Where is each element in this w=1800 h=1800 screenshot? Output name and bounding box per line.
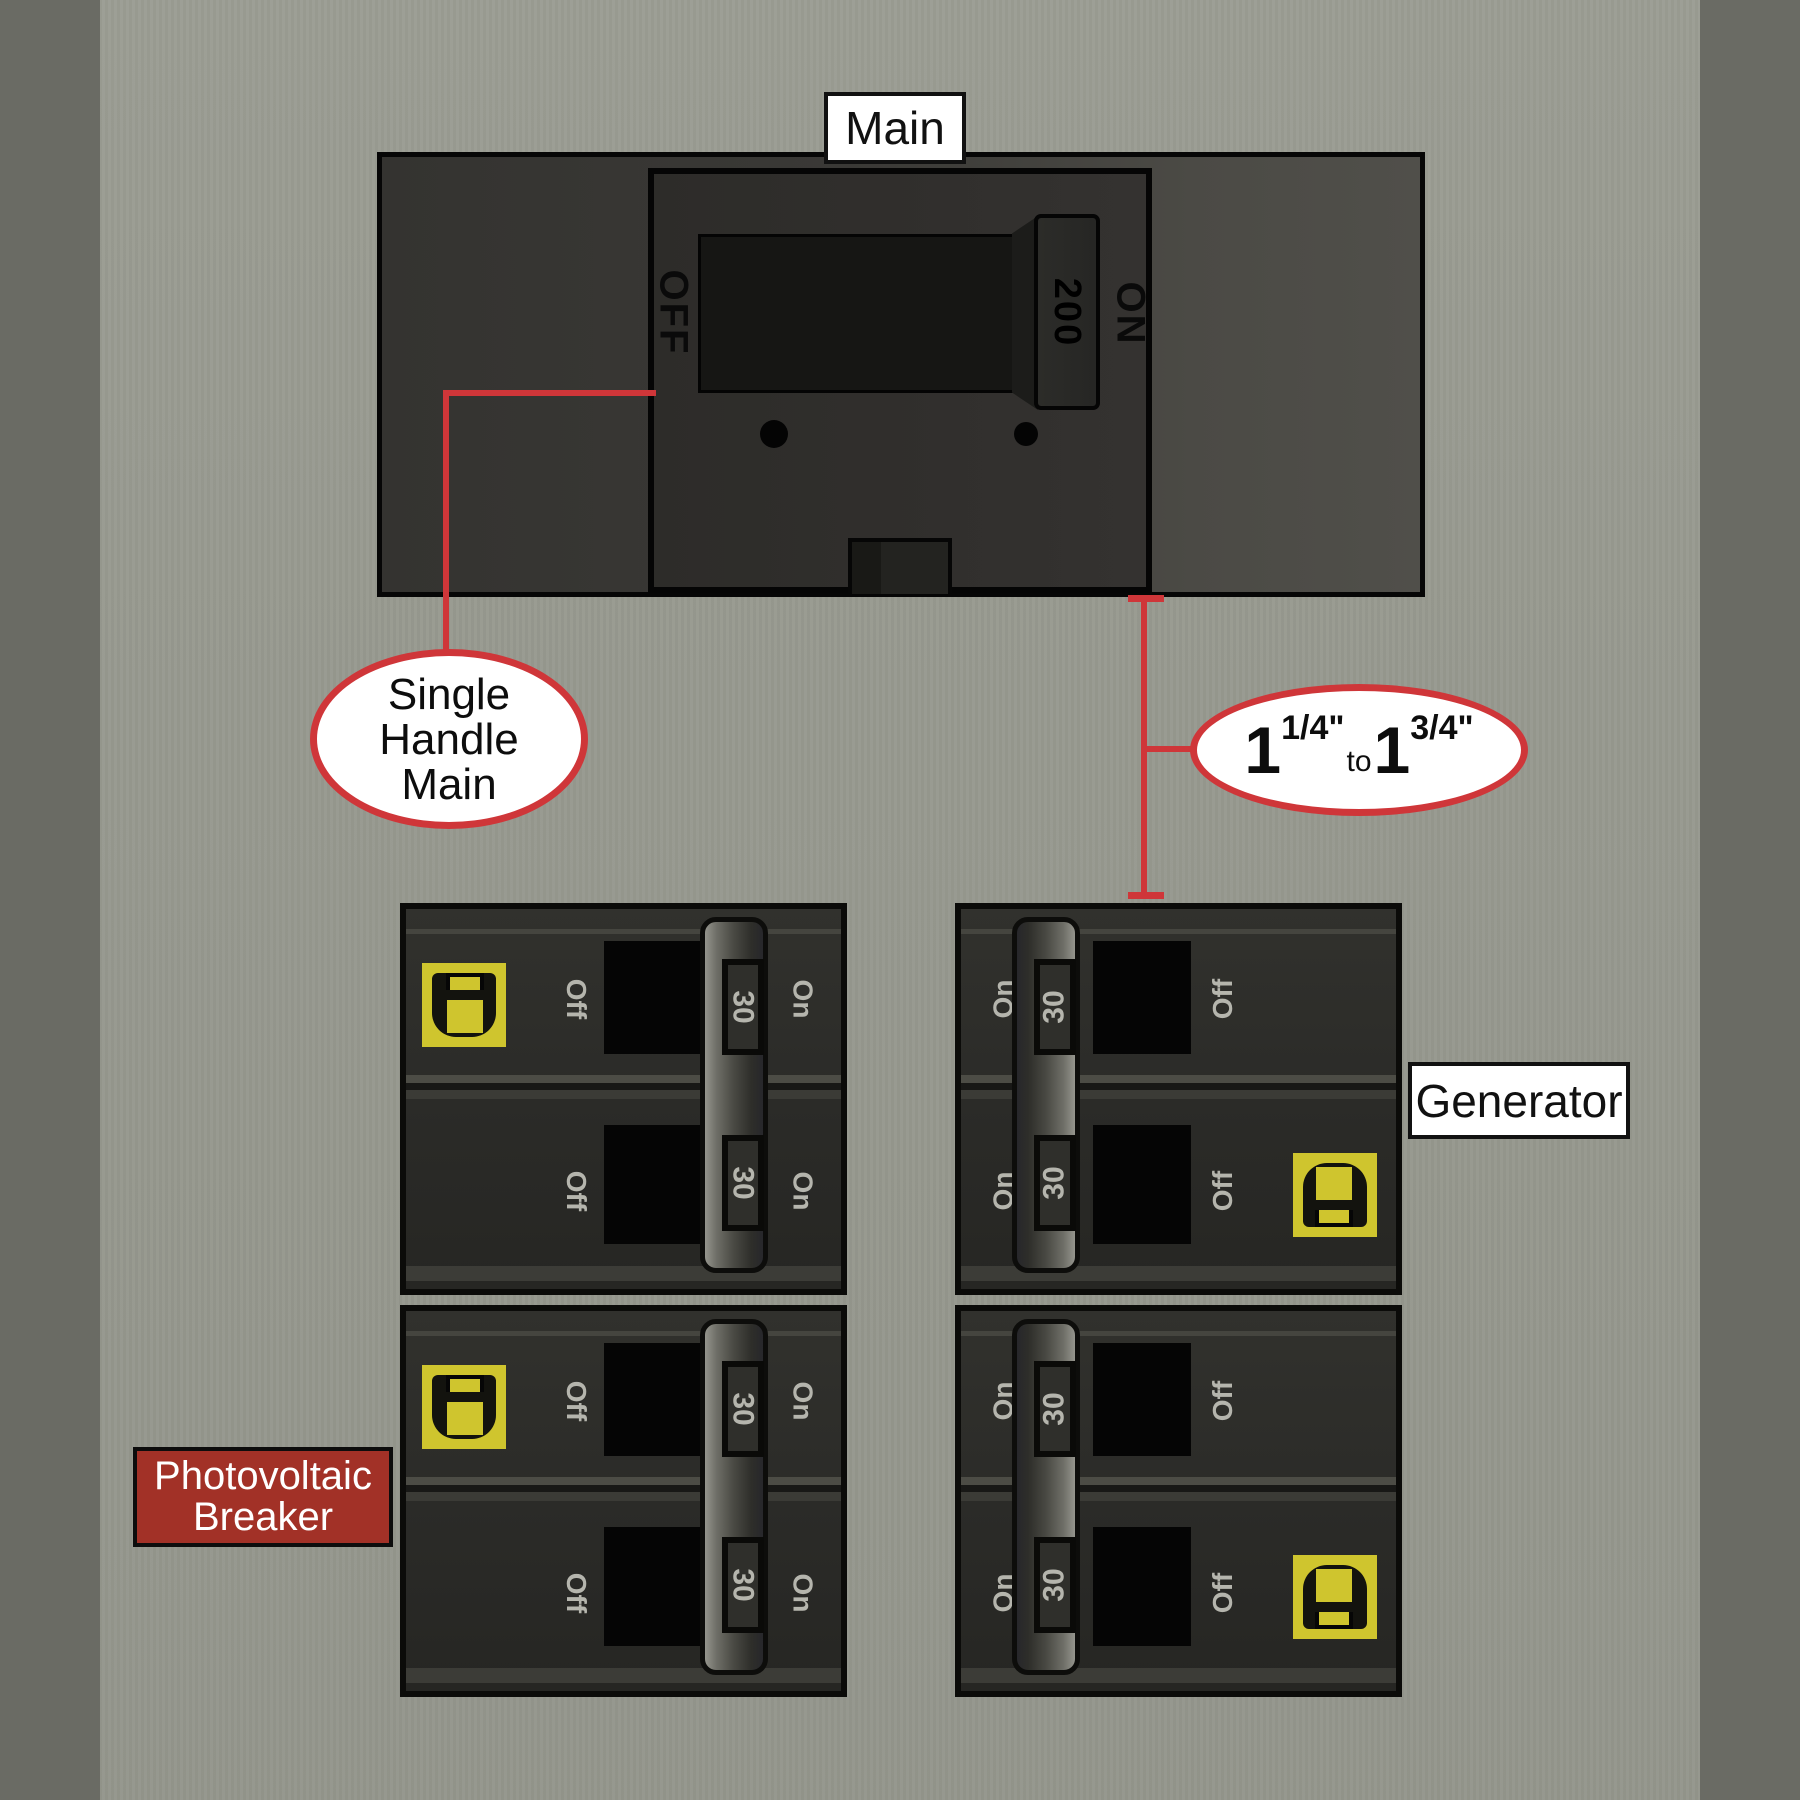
amp-rating-window: 30: [1034, 1537, 1076, 1633]
pv-label-line2: Breaker: [192, 1495, 334, 1539]
breaker-ridge: [406, 1331, 841, 1336]
main-off-label-wrap: OFF: [633, 247, 713, 377]
pole-divider: [406, 1477, 841, 1501]
main-on-label: ON: [1108, 281, 1153, 345]
dimension-line-bottom-cap: [1128, 892, 1164, 899]
knockout-value-1: 1: [1244, 713, 1282, 787]
pole-on-label: On: [786, 1381, 818, 1421]
breaker-ridge: [406, 929, 841, 934]
amp-rating-window: 30: [722, 1361, 764, 1457]
pv-breaker-unit-2: Off 30 On Off 30 On: [400, 1305, 847, 1697]
main-breaker-mounting-notch: [848, 538, 952, 594]
breaker-bottom-band: [406, 1668, 841, 1683]
pole-on-label: On: [786, 979, 818, 1019]
generator-label-box: Generator: [1408, 1062, 1630, 1139]
breaker-window: [604, 1527, 702, 1646]
callout-line2: Handle: [379, 714, 519, 764]
square-d-logo-icon: [422, 1365, 506, 1449]
square-d-logo-icon: [422, 963, 506, 1047]
breaker-window: [1093, 1343, 1191, 1456]
panel-side-rail-left: [0, 0, 100, 1800]
callout-line-single-handle-horizontal: [443, 390, 656, 396]
screw-icon: [1014, 422, 1038, 446]
knockout-fraction-2: 3/4": [1410, 708, 1474, 747]
breaker-window: [604, 941, 702, 1054]
pole-off-label: Off: [1207, 1380, 1238, 1422]
breaker-bottom-band: [406, 1266, 841, 1281]
pv-label-line1: Photovoltaic: [154, 1454, 372, 1498]
dimension-line-top-cap: [1128, 595, 1164, 602]
main-amps-label: 200: [1046, 277, 1089, 347]
breaker-window: [1093, 1125, 1191, 1244]
main-off-label: OFF: [651, 269, 696, 355]
main-on-label-wrap: ON: [1090, 248, 1170, 378]
callout-line-single-handle-vertical: [443, 390, 449, 653]
breaker-window: [604, 1125, 702, 1244]
screw-icon: [760, 420, 788, 448]
generator-breaker-unit-2: On 30 Off On 30 Off: [955, 1305, 1402, 1697]
callout-line3: Main: [401, 759, 497, 809]
pole-off-label: Off: [1207, 1572, 1238, 1614]
knockout-fraction-1: 1/4": [1281, 708, 1345, 747]
knockout-to-text: to: [1346, 745, 1372, 778]
generator-breaker-unit-1: On 30 Off On 30 Off: [955, 903, 1402, 1295]
panel-side-rail-right: [1700, 0, 1800, 1800]
breaker-window: [604, 1343, 702, 1456]
main-label-box: Main: [824, 92, 966, 164]
knockout-size-callout: 1 1/4" to 1 3/4": [1190, 684, 1528, 816]
pole-on-label: On: [786, 1573, 818, 1613]
callout-line1: Single: [387, 669, 511, 719]
generator-label-text: Generator: [1415, 1074, 1623, 1127]
pole-divider: [406, 1075, 841, 1099]
amp-rating-window: 30: [1034, 959, 1076, 1055]
breaker-ridge: [961, 929, 1396, 934]
knockout-value-2: 1: [1373, 713, 1411, 787]
main-breaker-handle-grip: 200: [1034, 214, 1100, 410]
main-label-text: Main: [845, 102, 945, 154]
square-d-logo-icon: [1293, 1555, 1377, 1639]
breaker-ridge: [961, 1331, 1396, 1336]
main-breaker-handle-neck: [1012, 216, 1038, 410]
amp-rating-window: 30: [1034, 1135, 1076, 1231]
pv-breaker-unit-1: Off 30 On Off 30 On: [400, 903, 847, 1295]
pole-off-label: Off: [1207, 978, 1238, 1020]
pole-off-label: Off: [1207, 1170, 1238, 1212]
dimension-line-branch: [1144, 746, 1194, 752]
breaker-window: [1093, 941, 1191, 1054]
amp-rating-window: 30: [722, 1135, 764, 1231]
single-handle-main-callout: Single Handle Main: [310, 649, 588, 829]
photovoltaic-breaker-label-box: Photovoltaic Breaker: [133, 1447, 393, 1547]
breaker-window: [1093, 1527, 1191, 1646]
amp-rating-window: 30: [1034, 1361, 1076, 1457]
amp-rating-window: 30: [722, 1537, 764, 1633]
main-breaker-handle-body: [698, 234, 1016, 393]
pole-on-label: On: [786, 1171, 818, 1211]
square-d-logo-icon: [1293, 1153, 1377, 1237]
amp-rating-window: 30: [722, 959, 764, 1055]
